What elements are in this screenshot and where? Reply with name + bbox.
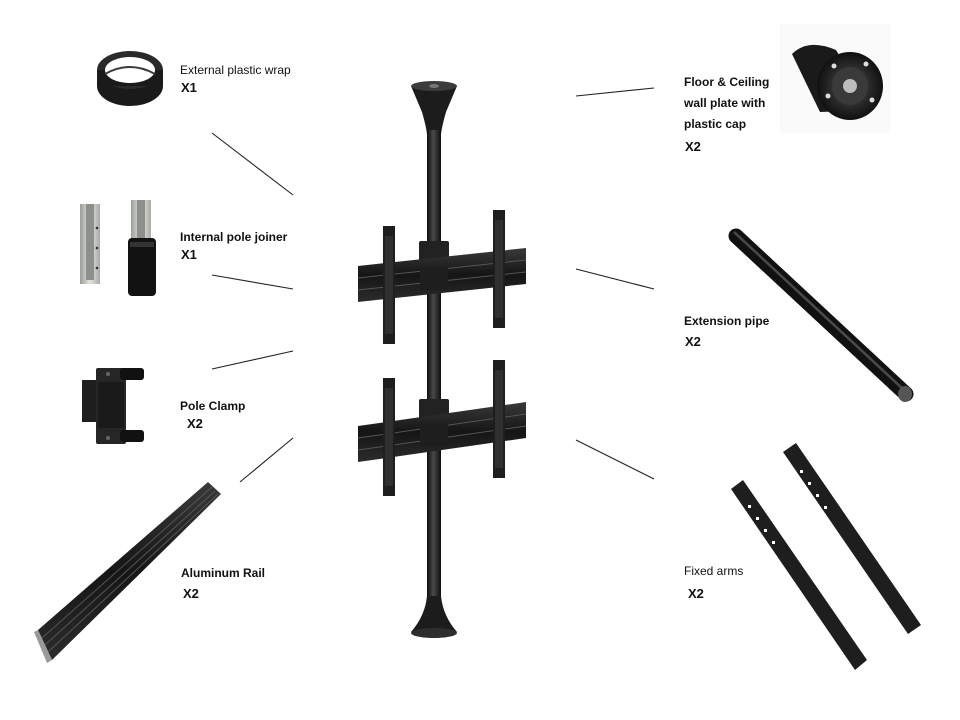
pole-clamp-qty: X2	[187, 416, 203, 431]
main-pole	[427, 130, 441, 614]
pole-joiner-label: Internal pole joiner	[180, 230, 288, 244]
plastic-wrap-image	[97, 51, 163, 106]
floor-plate	[411, 596, 457, 638]
leader-line-floor-plate	[575, 87, 655, 97]
extension-pipe-image	[728, 228, 914, 402]
leader-line-aluminum-rail	[239, 437, 294, 483]
leader-line-fixed-arms	[575, 439, 655, 480]
floor-ceiling-plate-label: Floor & Ceiling wall plate with plastic …	[684, 72, 769, 135]
aluminum-rail-qty: X2	[183, 586, 199, 601]
aluminum-rail-image	[34, 482, 221, 663]
leader-lines	[211, 87, 655, 483]
extension-pipe-qty: X2	[685, 334, 701, 349]
extension-pipe-label: Extension pipe	[684, 314, 770, 328]
pole-joiner-image	[80, 200, 156, 296]
floor-ceiling-plate-label-line-1: Floor & Ceiling	[684, 75, 770, 89]
aluminum-rail-label: Aluminum Rail	[181, 566, 266, 580]
fixed-arms-label: Fixed arms	[684, 564, 744, 578]
floor-ceiling-plate-label-line-2: wall plate with	[684, 96, 766, 110]
pole-joiner-qty: X1	[181, 247, 197, 262]
ceiling-plate	[411, 83, 457, 134]
floor-ceiling-plate-image	[780, 24, 890, 134]
fixed-arms-qty: X2	[688, 586, 704, 601]
leader-line-extension-pipe	[575, 268, 655, 290]
pole-clamp-image	[82, 368, 144, 444]
lower-mount	[357, 360, 527, 496]
pole-clamp-label: Pole Clamp	[180, 399, 246, 413]
floor-ceiling-plate-qty: X2	[685, 139, 701, 154]
leader-line-pole-clamp	[211, 350, 294, 370]
plastic-wrap-label: External plastic wrap	[180, 63, 291, 77]
fixed-arm-slots	[748, 470, 827, 544]
plastic-wrap-qty: X1	[181, 80, 197, 95]
assembled-floor-to-ceiling-stand	[357, 81, 527, 638]
upper-mount	[357, 210, 527, 344]
leader-line-plastic-wrap	[211, 132, 294, 196]
fixed-arms-image	[731, 443, 921, 670]
floor-ceiling-plate-label-line-3: plastic cap	[684, 117, 747, 131]
leader-line-pole-joiner	[211, 274, 294, 290]
